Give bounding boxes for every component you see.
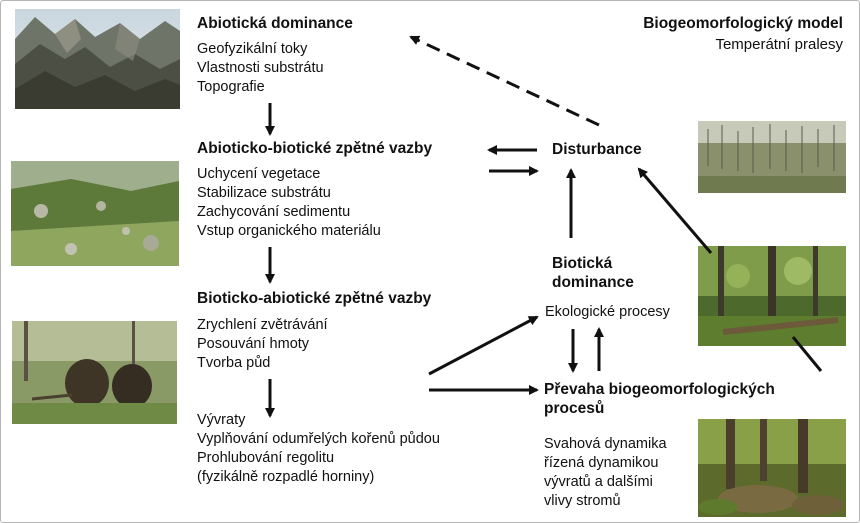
arrow-line-old-growth-to-pit-mound <box>791 336 823 372</box>
biogeo-item: řízená dynamikou <box>544 455 659 471</box>
biogeo-heading-line2: procesů <box>544 400 605 417</box>
biogeo-heading-line1: Převaha biogeomorfologických <box>544 381 775 398</box>
disturbance-heading: Disturbance <box>552 141 642 158</box>
biotic-abiotic-item: Tvorba půd <box>197 355 271 371</box>
abiotic-dominance-heading: Abiotická dominance <box>197 15 353 32</box>
pit-mound-forest-photo <box>698 419 846 517</box>
biotic-dominance-item: Ekologické procesy <box>545 304 670 320</box>
uprooting-item: (fyzikálně rozpadlé horniny) <box>197 469 375 485</box>
arrow-feedback-to-biotic <box>428 315 539 376</box>
model-subtitle: Temperátní pralesy <box>715 36 843 53</box>
arrow-disturbance-to-abiotic-dashed <box>409 35 600 127</box>
abiotic-biotic-item: Stabilizace substrátu <box>197 185 331 201</box>
abiotic-biotic-heading: Abioticko-biotické zpětné vazby <box>197 140 433 157</box>
biotic-abiotic-item: Zrychlení zvětrávání <box>197 317 328 333</box>
uprooted-trees-photo <box>12 321 177 424</box>
biotic-dominance-heading-line1: Biotická <box>552 255 613 272</box>
abiotic-item: Vlastnosti substrátu <box>197 60 324 76</box>
dead-forest-photo <box>698 121 846 193</box>
biogeo-item: vlivy stromů <box>544 493 621 509</box>
abiotic-biotic-item: Zachycování sedimentu <box>197 204 351 220</box>
old-growth-forest-photo <box>698 246 846 346</box>
arrow-old-growth-to-disturbance <box>637 167 713 254</box>
abiotic-item: Topografie <box>197 79 265 95</box>
biotic-abiotic-heading: Bioticko-abiotické zpětné vazby <box>197 290 432 307</box>
biotic-abiotic-item: Posouvání hmoty <box>197 336 310 352</box>
biogeo-item: Svahová dynamika <box>544 436 667 452</box>
alpine-slope-photo <box>11 161 179 266</box>
abiotic-biotic-item: Vstup organického materiálu <box>197 223 381 239</box>
biogeo-item: vývratů a dalšími <box>544 474 653 490</box>
uprooting-item: Prohlubování regolitu <box>197 450 335 466</box>
model-title: Biogeomorfologický model <box>643 15 843 32</box>
mountain-photo <box>15 9 180 109</box>
biotic-dominance-heading-line2: dominance <box>552 274 634 291</box>
abiotic-biotic-item: Uchycení vegetace <box>197 166 321 182</box>
abiotic-item: Geofyzikální toky <box>197 41 308 57</box>
uprooting-item: Vyplňování odumřelých kořenů půdou <box>197 431 440 447</box>
uprooting-item: Vývraty <box>197 412 246 428</box>
